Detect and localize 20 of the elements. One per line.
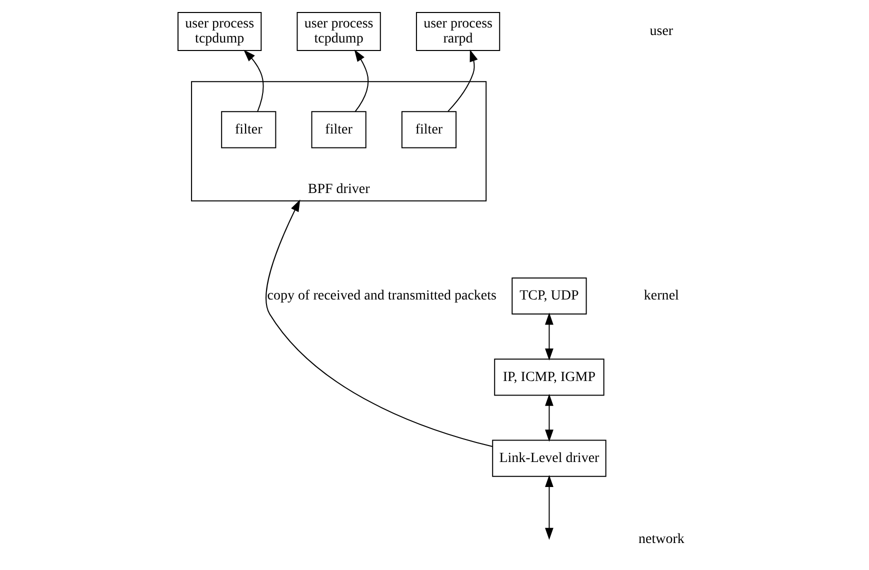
node-box: Link-Level driver (492, 440, 606, 477)
arrow (243, 50, 264, 112)
node-box: TCP, UDP (511, 277, 586, 315)
arrow (265, 199, 492, 448)
label: user (649, 24, 673, 40)
node-box: user process rarpd (415, 12, 500, 52)
edge-label: copy of received and transmitted packets (266, 288, 496, 304)
arrow (544, 312, 553, 361)
arrow (354, 50, 368, 112)
node-box: user process tcpdump (177, 12, 262, 52)
node-box: filter (400, 111, 456, 148)
arrow (447, 49, 478, 112)
node-box: filter (310, 111, 366, 148)
arrow (544, 394, 553, 442)
node-box: IP, ICMP, IGMP (494, 358, 604, 396)
node-box: user process tcpdump (296, 12, 380, 52)
node-box: filter (220, 111, 276, 148)
arrow (544, 475, 553, 540)
label: network (638, 532, 684, 548)
label: kernel (643, 288, 678, 304)
